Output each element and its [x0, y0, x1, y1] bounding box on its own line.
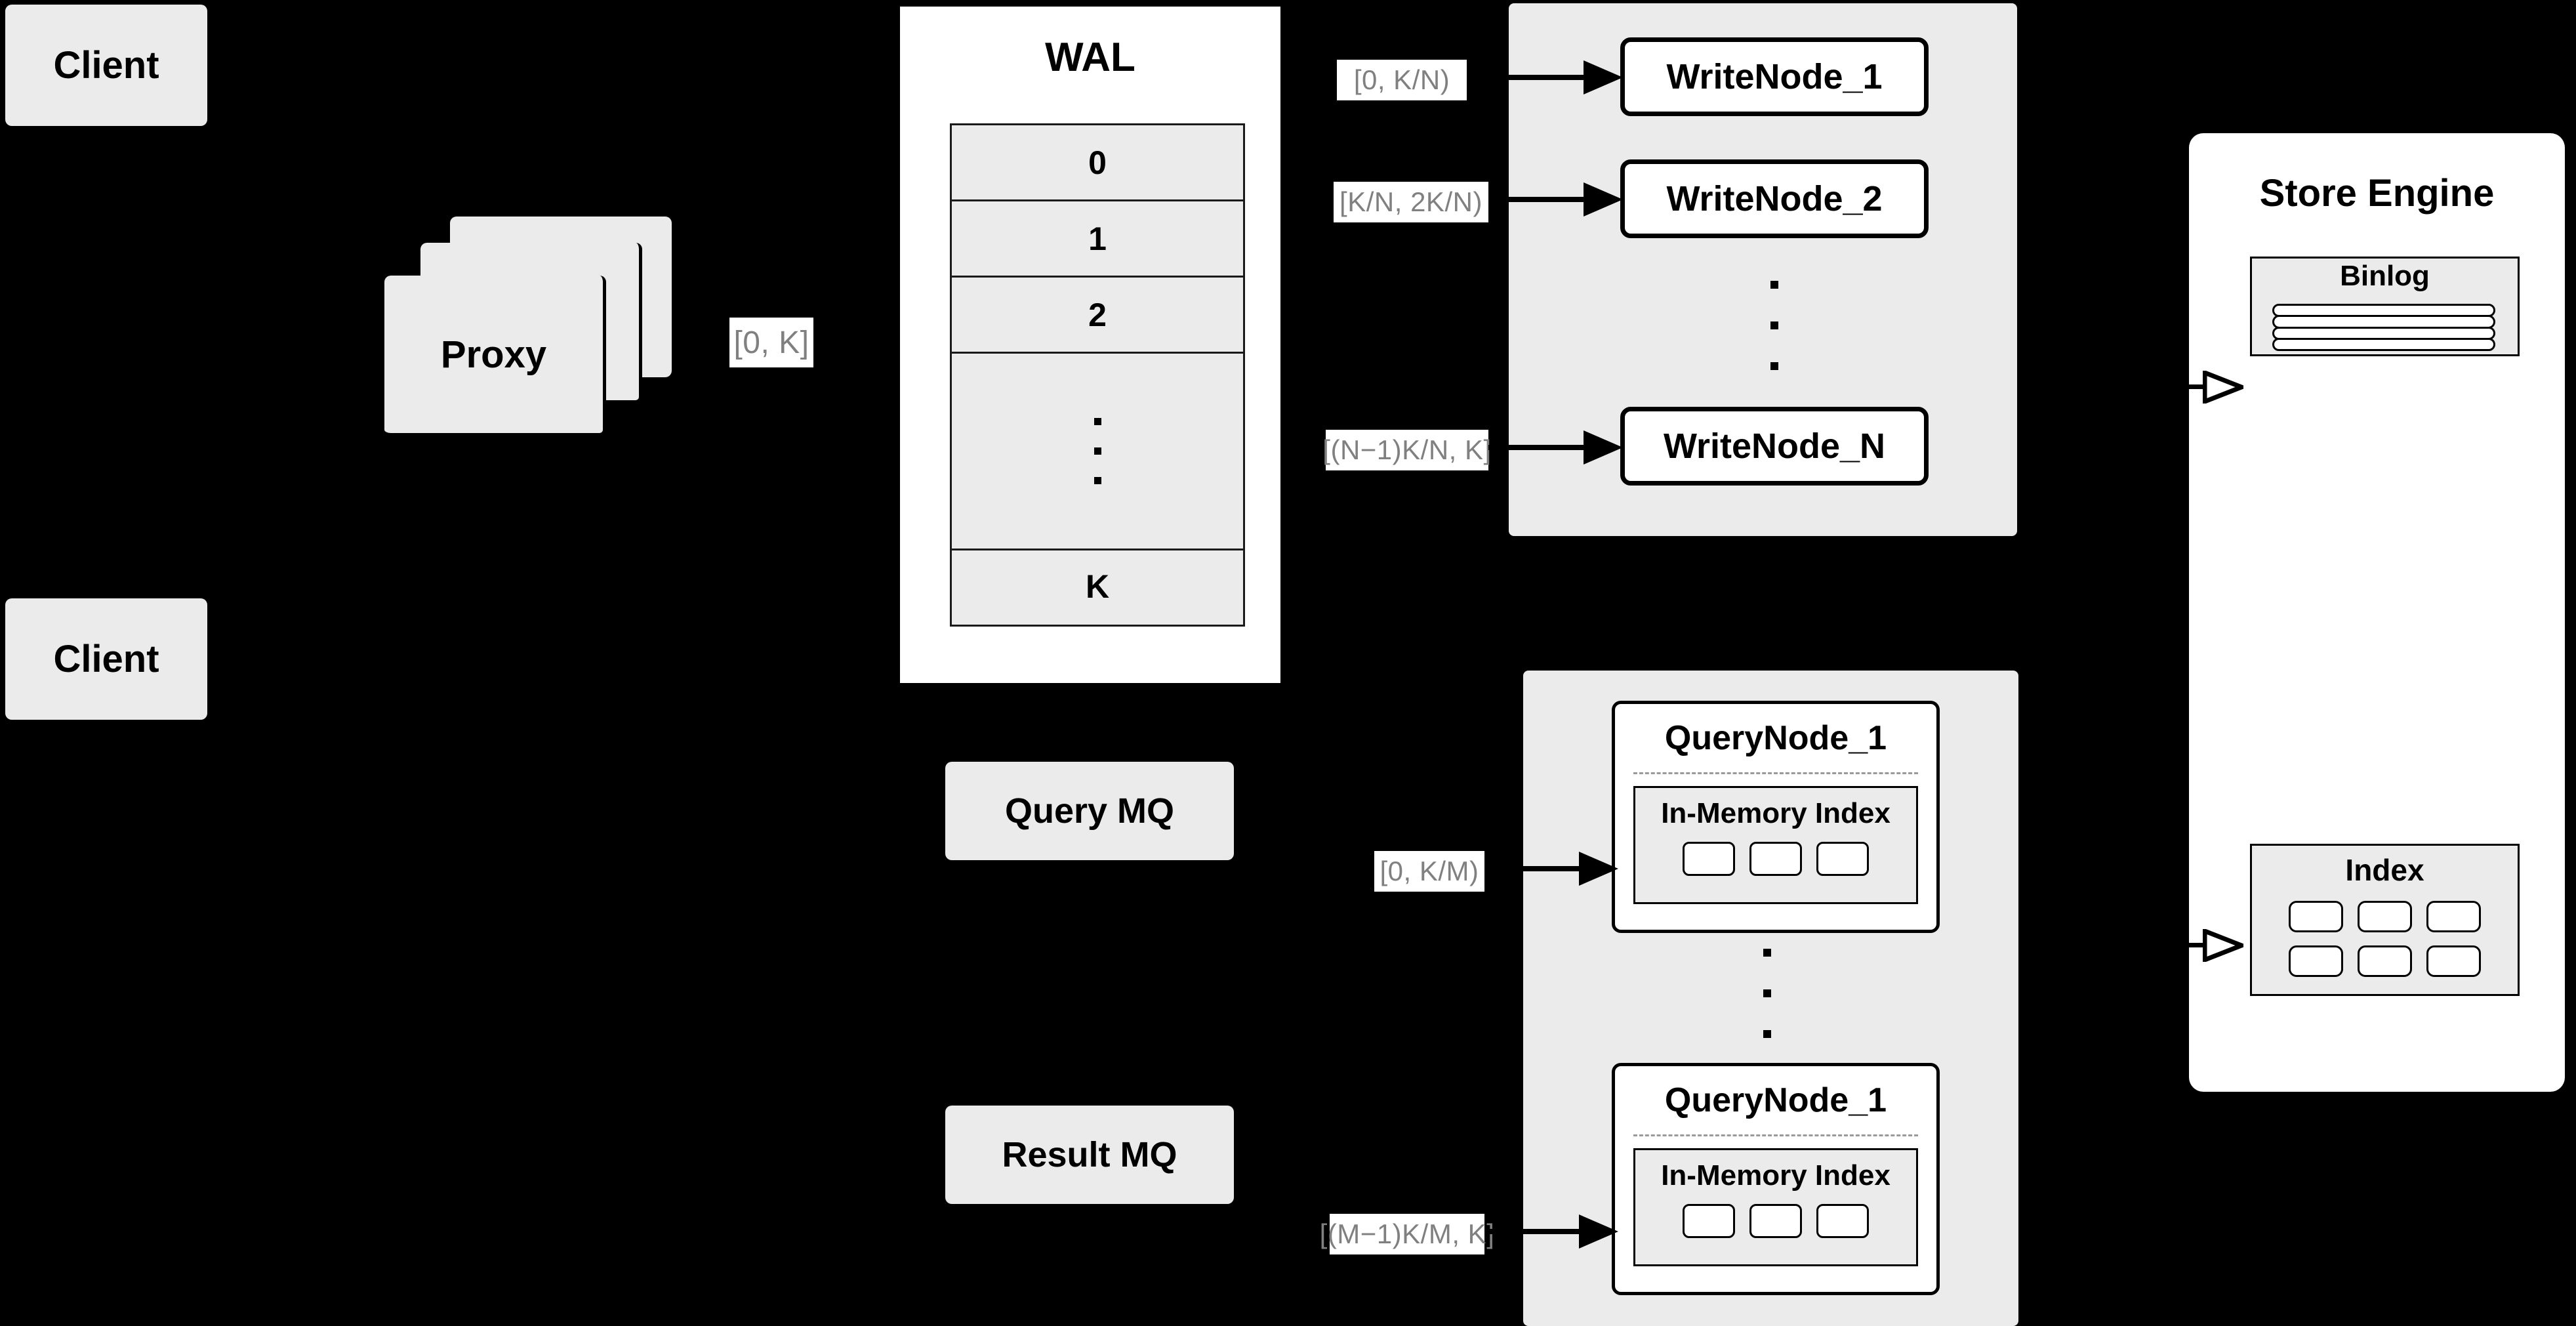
query-node-m-range-label: [(M−1)K/M, K]: [1320, 1214, 1494, 1254]
write-node-ellipsis: [1770, 281, 1778, 370]
index-section: Index: [2250, 844, 2520, 996]
write-node-n[interactable]: WriteNode_N: [1620, 407, 1929, 486]
client-label-2: Client: [53, 638, 159, 680]
query-node-m-label: QueryNode_1: [1664, 1081, 1887, 1119]
wal-row: 2: [952, 278, 1243, 354]
vertical-dot-icon: [1770, 362, 1778, 370]
wal-row: 0: [952, 125, 1243, 201]
index-segment: [1816, 1204, 1869, 1238]
proxy-label: Proxy: [440, 333, 547, 376]
binlog-row: [2272, 337, 2495, 351]
vertical-dot-icon: [1763, 1030, 1771, 1038]
query-mq-label: Query MQ: [1004, 791, 1175, 831]
result-mq-label: Result MQ: [1002, 1135, 1177, 1174]
query-node-m-in-memory-index: In-Memory Index: [1633, 1148, 1918, 1266]
wal-ellipsis-row: [952, 354, 1243, 550]
write-node-1[interactable]: WriteNode_1: [1620, 37, 1929, 116]
index-inbound-arrowhead-icon: [2203, 929, 2243, 962]
write-node-1-range-label: [0, K/N): [1337, 60, 1467, 100]
client-box-2: Client: [5, 598, 207, 720]
wal-row-label: 0: [1088, 144, 1107, 181]
query-node-m-divider: [1633, 1134, 1918, 1136]
binlog-title: Binlog: [2340, 260, 2430, 292]
vertical-dot-icon: [1094, 477, 1101, 484]
index-cell: [2358, 901, 2412, 932]
query-node-m[interactable]: QueryNode_1 In-Memory Index: [1612, 1063, 1940, 1295]
index-cell: [2426, 901, 2481, 932]
query-node-1-divider: [1633, 772, 1918, 774]
vertical-dot-icon: [1770, 321, 1778, 329]
write-node-2-arrowhead-icon: [1584, 182, 1623, 217]
wal-row: 1: [952, 201, 1243, 278]
index-segment: [1749, 842, 1802, 876]
write-node-2-connector: [1488, 197, 1593, 202]
index-segment: [1683, 842, 1735, 876]
write-node-1-arrowhead-icon: [1584, 60, 1623, 94]
write-node-n-range-text: [(N−1)K/N, K]: [1322, 434, 1492, 465]
index-inbound-connector: [2182, 943, 2208, 947]
query-node-1-range-text: [0, K/M): [1380, 856, 1479, 886]
query-node-1-index-title: In-Memory Index: [1661, 797, 1891, 829]
proxy-range-text: [0, K]: [733, 325, 809, 360]
vertical-dot-icon: [1094, 447, 1101, 455]
proxy-range-label: [0, K]: [729, 318, 813, 367]
index-cell: [2289, 901, 2343, 932]
proxy-box: Proxy: [384, 276, 606, 436]
write-node-2-range-label: [K/N, 2K/N): [1334, 182, 1488, 222]
vertical-dot-icon: [1094, 418, 1101, 425]
query-node-1-range-label: [0, K/M): [1374, 851, 1484, 892]
query-mq-box: Query MQ: [945, 762, 1234, 860]
query-node-1-in-memory-index: In-Memory Index: [1633, 786, 1918, 904]
binlog-inbound-connector: [2182, 384, 2208, 389]
binlog-inbound-arrowhead-icon: [2203, 371, 2243, 404]
index-segment: [1816, 842, 1869, 876]
index-cell: [2358, 945, 2412, 977]
write-node-n-connector: [1488, 445, 1593, 450]
write-node-1-label: WriteNode_1: [1666, 57, 1883, 96]
index-cell: [2289, 945, 2343, 977]
index-title: Index: [2345, 853, 2424, 887]
write-node-n-range-label: [(N−1)K/N, K]: [1322, 430, 1491, 470]
query-node-m-index-title: In-Memory Index: [1661, 1159, 1891, 1191]
store-engine-panel: Store Engine Binlog Index: [2189, 133, 2565, 1092]
wal-table: 0 1 2 K: [950, 123, 1245, 627]
query-node-1-label: QueryNode_1: [1664, 719, 1887, 757]
query-node-m-connector: [1484, 1229, 1588, 1234]
client-label-1: Client: [53, 44, 159, 87]
index-cell: [2426, 945, 2481, 977]
query-node-1[interactable]: QueryNode_1 In-Memory Index: [1612, 701, 1940, 933]
query-node-ellipsis: [1763, 949, 1771, 1038]
query-node-m-range-text: [(M−1)K/M, K]: [1319, 1218, 1495, 1249]
wal-row-label: 1: [1088, 220, 1107, 257]
client-box-1: Client: [5, 5, 207, 126]
write-node-2[interactable]: WriteNode_2: [1620, 159, 1929, 238]
write-node-n-arrowhead-icon: [1584, 430, 1623, 465]
query-node-m-arrowhead-icon: [1579, 1214, 1618, 1249]
store-engine-title: Store Engine: [2259, 172, 2495, 215]
wal-row: K: [952, 550, 1243, 623]
wal-panel: WAL 0 1 2 K: [896, 3, 1284, 687]
query-node-1-arrowhead-icon: [1579, 852, 1618, 886]
index-segment: [1749, 1204, 1802, 1238]
result-mq-box: Result MQ: [945, 1106, 1234, 1204]
write-node-1-connector: [1467, 75, 1593, 80]
index-segment: [1683, 1204, 1735, 1238]
write-node-2-range-text: [K/N, 2K/N): [1339, 186, 1482, 217]
vertical-dot-icon: [1763, 949, 1771, 957]
binlog-rows: [2272, 304, 2495, 351]
write-node-1-range-text: [0, K/N): [1353, 64, 1450, 95]
vertical-dot-icon: [1763, 989, 1771, 997]
wal-row-label: K: [1085, 568, 1110, 605]
wal-title: WAL: [1045, 35, 1135, 80]
query-node-1-connector: [1484, 866, 1588, 871]
write-node-2-label: WriteNode_2: [1666, 179, 1883, 218]
wal-row-label: 2: [1088, 296, 1107, 333]
write-node-n-label: WriteNode_N: [1663, 426, 1886, 466]
vertical-dot-icon: [1770, 281, 1778, 289]
